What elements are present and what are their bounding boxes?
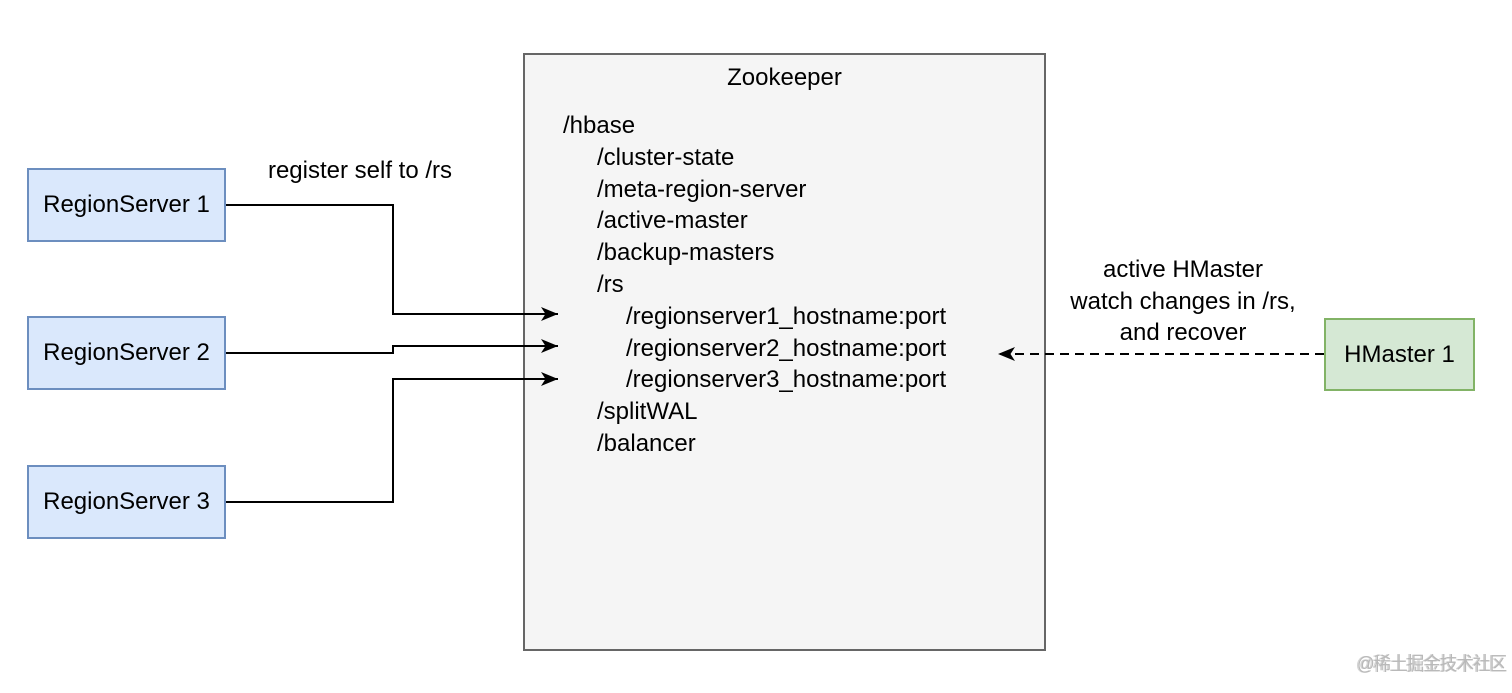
watermark: @稀土掘金技术社区 <box>1356 654 1507 675</box>
znode-regionserver1: /regionserver1_hostname:port <box>626 302 947 330</box>
znode-meta-region-server: /meta-region-server <box>597 175 807 203</box>
zookeeper-znode-tree: /hbase /cluster-state /meta-region-serve… <box>563 110 946 460</box>
arrow-rs1-register <box>226 204 558 321</box>
znode-hbase: /hbase <box>563 112 636 139</box>
register-self-label: register self to /rs <box>267 157 453 184</box>
hmaster-label: HMaster 1 <box>1344 340 1455 368</box>
znode-cluster-state: /cluster-state <box>597 143 735 171</box>
regionserver2-label: RegionServer 2 <box>43 339 210 366</box>
regionserver3-label: RegionServer 3 <box>43 488 210 515</box>
znode-backup-masters: /backup-masters <box>597 239 775 267</box>
arrow-rs2-register <box>226 339 558 354</box>
znode-rs: /rs <box>597 270 624 298</box>
regionserver1-box: RegionServer 1 <box>27 168 226 242</box>
znode-balancer: /balancer <box>597 429 696 457</box>
zookeeper-title: Zookeeper <box>727 64 842 91</box>
znode-active-master: /active-master <box>597 207 748 235</box>
regionserver3-box: RegionServer 3 <box>27 465 226 539</box>
znode-regionserver2: /regionserver2_hostname:port <box>626 334 947 362</box>
zookeeper-box: Zookeeper <box>523 53 1046 651</box>
hmaster-watch-label-line3: and recover <box>1119 319 1247 346</box>
znode-splitwal: /splitWAL <box>597 398 698 426</box>
hmaster-watch-label-line1: active HMaster <box>1102 256 1264 283</box>
regionserver1-label: RegionServer 1 <box>43 191 210 218</box>
regionserver2-box: RegionServer 2 <box>27 316 226 390</box>
hmaster-watch-label: active HMaster watch changes in /rs, and… <box>1035 254 1331 349</box>
hmaster-watch-label-line2: watch changes in /rs, <box>1070 287 1296 315</box>
hmaster-box: HMaster 1 <box>1324 318 1475 391</box>
znode-regionserver3: /regionserver3_hostname:port <box>626 366 947 394</box>
arrow-rs3-register <box>226 372 558 503</box>
